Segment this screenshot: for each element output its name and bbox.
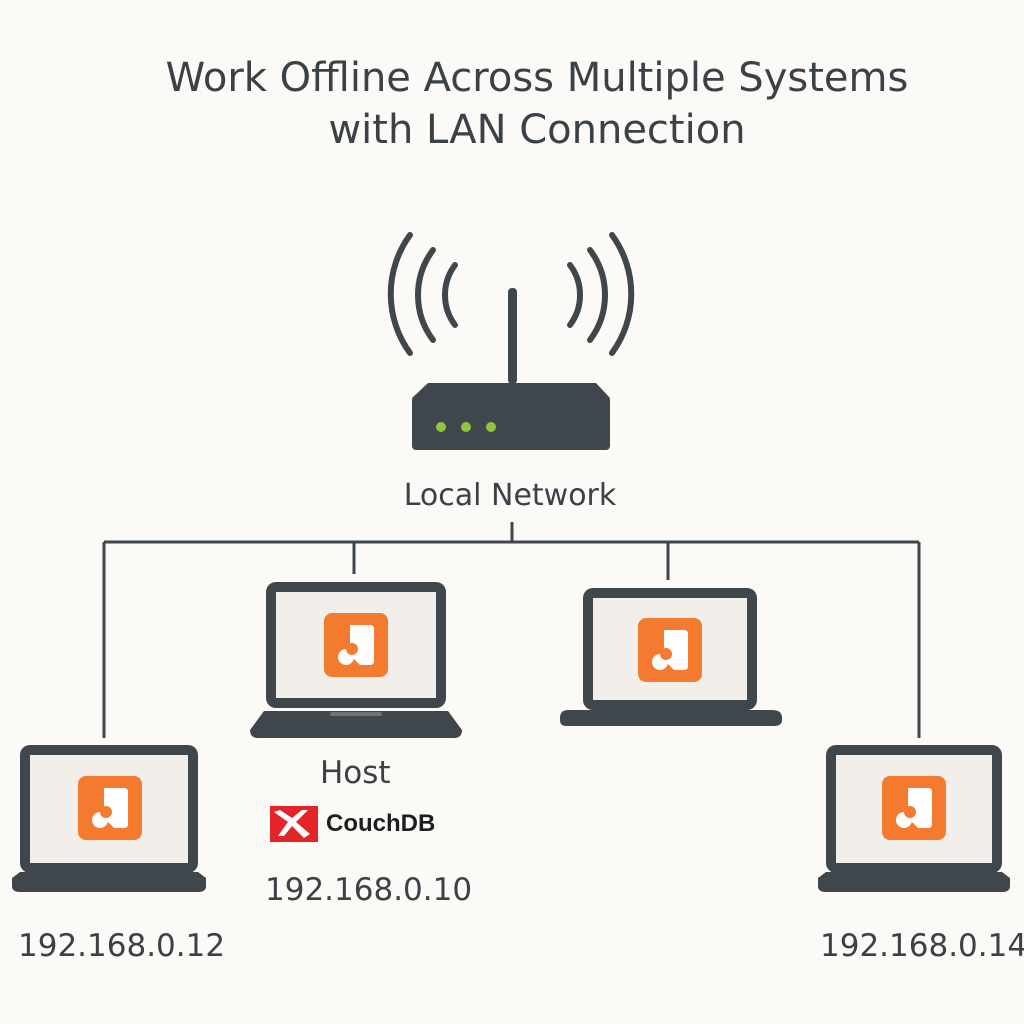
diagram-title: Work Offline Across Multiple Systems wit… xyxy=(0,52,1024,156)
router-led xyxy=(486,422,496,432)
client-ip-label-right: 192.168.0.14 xyxy=(820,928,1024,964)
title-line-2: with LAN Connection xyxy=(328,107,746,153)
app-icon xyxy=(78,776,142,840)
client-laptop-bottom-right[interactable] xyxy=(818,745,1010,892)
host-label: Host xyxy=(320,755,391,791)
network-lines xyxy=(102,522,921,738)
app-icon xyxy=(324,613,388,677)
client-ip-label-left: 192.168.0.12 xyxy=(18,928,226,964)
couchdb-badge: CouchDB xyxy=(270,804,435,844)
local-network-label: Local Network xyxy=(403,478,617,513)
router-icon xyxy=(412,288,610,450)
app-icon xyxy=(882,776,946,840)
wifi-signal-icon xyxy=(387,232,635,356)
app-icon xyxy=(638,618,702,682)
router-antenna xyxy=(508,288,517,384)
couchdb-logo-icon xyxy=(270,806,318,842)
client-laptop-top-right[interactable] xyxy=(560,588,782,726)
client-laptop-bottom-left[interactable] xyxy=(12,745,206,892)
host-ip-label: 192.168.0.10 xyxy=(265,872,473,908)
title-line-1: Work Offline Across Multiple Systems xyxy=(165,55,909,101)
couchdb-label: CouchDB xyxy=(326,810,436,837)
host-laptop[interactable] xyxy=(250,582,462,738)
router-led xyxy=(436,422,446,432)
router-body xyxy=(412,396,610,450)
router-led xyxy=(461,422,471,432)
